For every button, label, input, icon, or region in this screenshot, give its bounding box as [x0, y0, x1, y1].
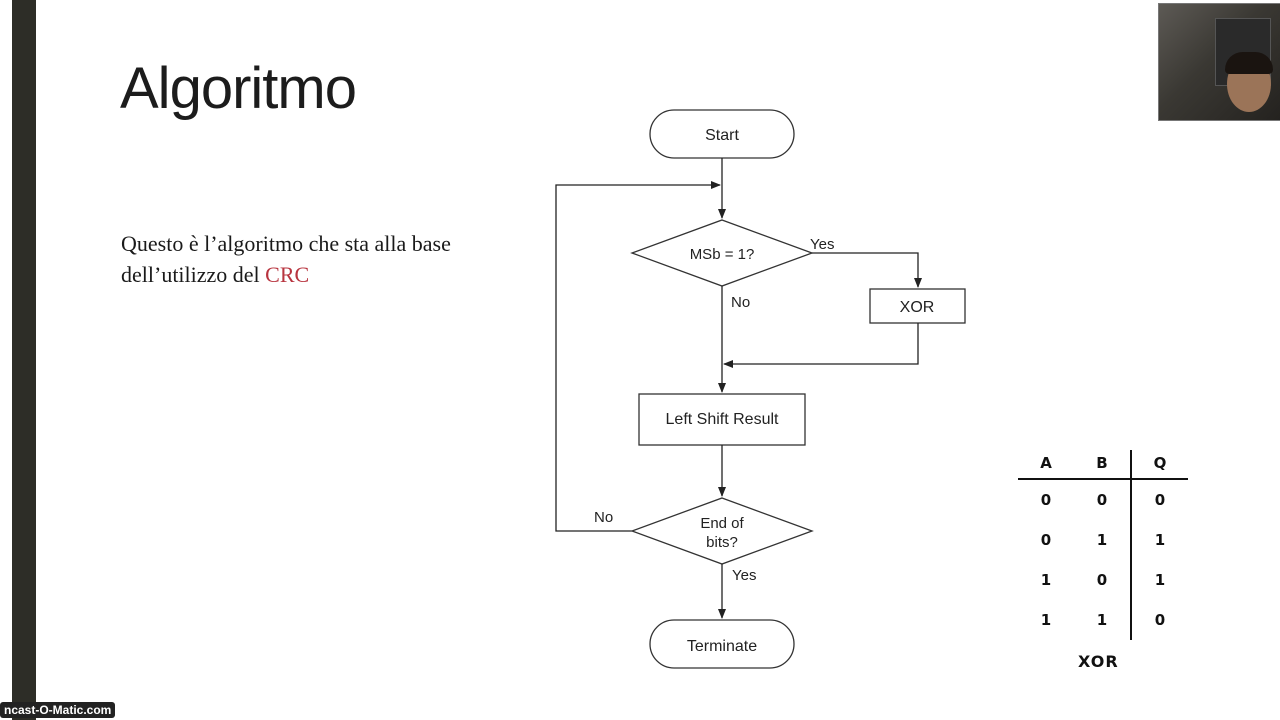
decision-end-label-1: End of: [700, 515, 744, 532]
table-row: 1 1 0: [1018, 600, 1188, 640]
table-cell: 0: [1096, 491, 1108, 509]
body-line-1: Questo è l’algoritmo che sta alla base: [121, 231, 451, 256]
recorder-watermark: ncast-O-Matic.com: [0, 702, 116, 718]
yes-label-2: Yes: [732, 567, 756, 584]
table-cell: 1: [1129, 520, 1188, 560]
table-cell: 1: [1040, 611, 1052, 629]
xor-table-header-row: A B Q: [1018, 450, 1188, 480]
table-cell: 1: [1096, 531, 1108, 549]
decision-end-label-2: bits?: [706, 534, 738, 551]
slide-title: Algoritmo: [120, 56, 357, 121]
connector-xor-return: [723, 323, 919, 368]
table-cell: 0: [1040, 491, 1052, 509]
connector-loop-back: [555, 181, 721, 532]
shift-process-label: Left Shift Result: [666, 411, 780, 428]
yes-label-1: Yes: [810, 236, 834, 253]
table-row: 1 0 1: [1018, 560, 1188, 600]
body-line-2-prefix: dell’utilizzo del: [121, 262, 266, 287]
terminate-label: Terminate: [687, 638, 757, 655]
xor-header-a: A: [1018, 450, 1074, 480]
table-cell: 0: [1129, 600, 1188, 640]
no-label-1: No: [731, 294, 750, 311]
table-row: 0 1 1: [1018, 520, 1188, 560]
no-label-2: No: [594, 509, 613, 526]
table-cell: 0: [1040, 531, 1052, 549]
start-label: Start: [705, 127, 739, 144]
table-cell: 0: [1129, 479, 1188, 520]
table-cell: 0: [1096, 571, 1108, 589]
table-cell: 1: [1096, 611, 1108, 629]
slide-accent-bar: [12, 0, 36, 720]
webcam-presenter-hair: [1225, 52, 1273, 74]
xor-table-caption: XOR: [1078, 652, 1119, 671]
crc-highlight: CRC: [265, 262, 310, 287]
xor-header-q: Q: [1129, 450, 1188, 480]
xor-truth-table: A B Q 0 0 0 0 1 1 1 0 1 1 1: [1018, 450, 1188, 640]
terminate-terminal: [649, 619, 795, 669]
xor-process: [869, 288, 966, 324]
table-cell: 1: [1129, 560, 1188, 600]
xor-table-grid: A B Q 0 0 0 0 1 1 1 0 1 1 1: [1018, 450, 1188, 640]
table-row: 0 0 0: [1018, 479, 1188, 520]
decision-msb-label: MSb = 1?: [690, 246, 755, 263]
shift-process: [638, 393, 806, 446]
slide-body-text: Questo è l’algoritmo che sta alla base d…: [121, 228, 451, 290]
connector-yes-to-xor: [812, 252, 922, 288]
table-cell: 1: [1040, 571, 1052, 589]
body-line-2: dell’utilizzo del CRC: [121, 259, 451, 290]
xor-header-b: B: [1073, 450, 1131, 480]
webcam-video-icon: [1158, 3, 1280, 121]
xor-process-label: XOR: [900, 299, 935, 316]
